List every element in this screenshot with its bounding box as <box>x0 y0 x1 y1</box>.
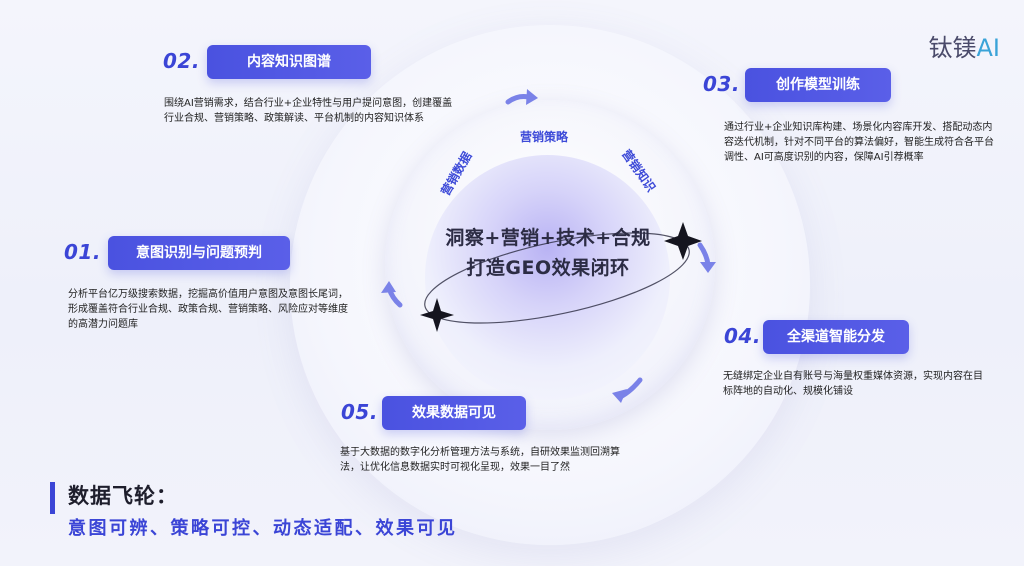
footer-subtitle: 意图可辨、策略可控、动态适配、效果可见 <box>68 518 458 539</box>
step-2-number: 02. <box>163 49 200 73</box>
footer-title: 数据飞轮： <box>68 484 178 508</box>
step-1-title: 意图识别与问题预判 <box>108 236 290 270</box>
center-headline: 洞察+营销+技术+合规 <box>445 227 651 249</box>
step-1-desc: 分析平台亿万级搜索数据，挖掘高价值用户意图及意图长尾词，形成覆盖符合行业合规、政… <box>68 289 348 330</box>
footer-accent-bar <box>50 482 55 514</box>
step-3-number: 03. <box>703 72 740 96</box>
step-5-title: 效果数据可见 <box>382 396 526 430</box>
step-5-desc: 基于大数据的数字化分析管理方法与系统，自研效果监测回溯算法，让优化信息数据实时可… <box>340 447 620 473</box>
arrow-top <box>505 94 531 105</box>
step-4-desc: 无缝绑定企业自有账号与海量权重媒体资源，实现内容在目标阵地的自动化、规模化铺设 <box>723 371 983 397</box>
brand-logo: 钛镁AI <box>928 34 1001 62</box>
ring-label-strategy: 营销策略 <box>520 130 569 144</box>
center-subheadline: 打造GEO效果闭环 <box>466 257 630 279</box>
step-3-title: 创作模型训练 <box>745 68 891 102</box>
step-1-number: 01. <box>64 240 101 264</box>
sparkle-icon <box>420 298 454 332</box>
step-3-desc: 通过行业+企业知识库构建、场景化内容库开发、搭配动态内容迭代机制，针对不同平台的… <box>724 122 994 163</box>
sparkle-icon <box>664 222 702 260</box>
step-5-number: 05. <box>341 400 378 424</box>
step-2-title: 内容知识图谱 <box>207 45 371 79</box>
step-2-desc: 围绕AI营销需求，结合行业+企业特性与用户提问意图，创建覆盖行业合规、营销策略、… <box>164 98 453 124</box>
step-4-number: 04. <box>724 324 761 348</box>
inner-core <box>425 155 670 400</box>
step-4-title: 全渠道智能分发 <box>763 320 909 354</box>
